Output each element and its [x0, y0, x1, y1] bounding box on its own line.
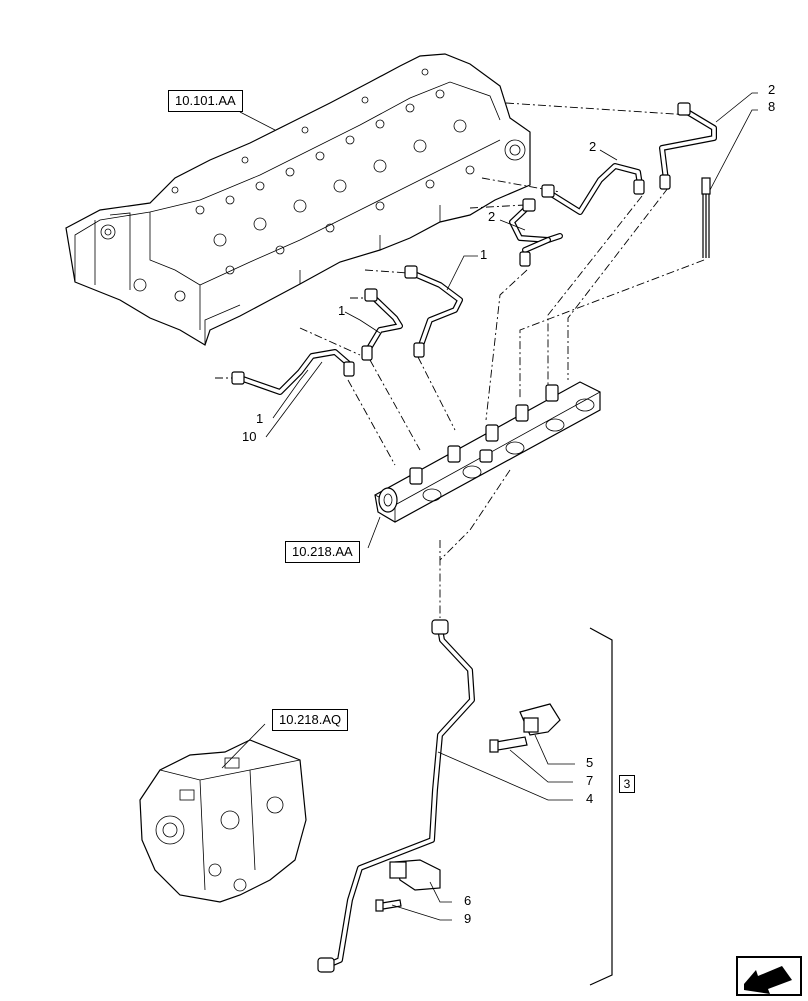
callout-4: 4 — [586, 791, 594, 806]
callout-6: 6 — [464, 893, 472, 908]
group-bracket — [589, 627, 613, 986]
ref-box-fuel-rail[interactable]: 10.218.AA — [285, 541, 360, 563]
callout-8: 8 — [768, 99, 776, 114]
rail-bolt — [701, 177, 711, 258]
callout-1-lower: 1 — [256, 411, 264, 426]
assembly-lines — [215, 102, 705, 618]
callout-10: 10 — [242, 429, 257, 444]
callout-2-upper: 2 — [768, 82, 776, 97]
injection-pump — [139, 739, 307, 903]
fuel-rail — [374, 381, 601, 523]
ref-box-injection-pump[interactable]: 10.218.AQ — [272, 709, 349, 731]
callout-9: 9 — [464, 911, 472, 926]
callout-1-middle: 1 — [338, 303, 346, 318]
pipe-clamp-lower — [375, 859, 441, 912]
ref-leader-injection-pump — [221, 723, 266, 769]
ref-leader-cylinder-head — [239, 111, 276, 131]
callout-5: 5 — [586, 755, 594, 770]
callout-2-middle: 2 — [589, 139, 597, 154]
ref-box-cylinder-head[interactable]: 10.101.AA — [168, 90, 243, 112]
callout-7: 7 — [586, 773, 594, 788]
high-pressure-pipe — [317, 619, 475, 973]
callout-3-group: 3 — [619, 775, 635, 793]
ref-leader-fuel-rail — [367, 516, 381, 549]
injector-lines — [231, 102, 717, 395]
pipe-clamp-upper — [489, 703, 561, 753]
cylinder-head — [65, 53, 531, 346]
callout-1-upper: 1 — [480, 247, 488, 262]
arrow-left-down-icon[interactable] — [736, 956, 802, 996]
callout-leaders — [265, 92, 758, 921]
callout-2-lower: 2 — [488, 209, 496, 224]
